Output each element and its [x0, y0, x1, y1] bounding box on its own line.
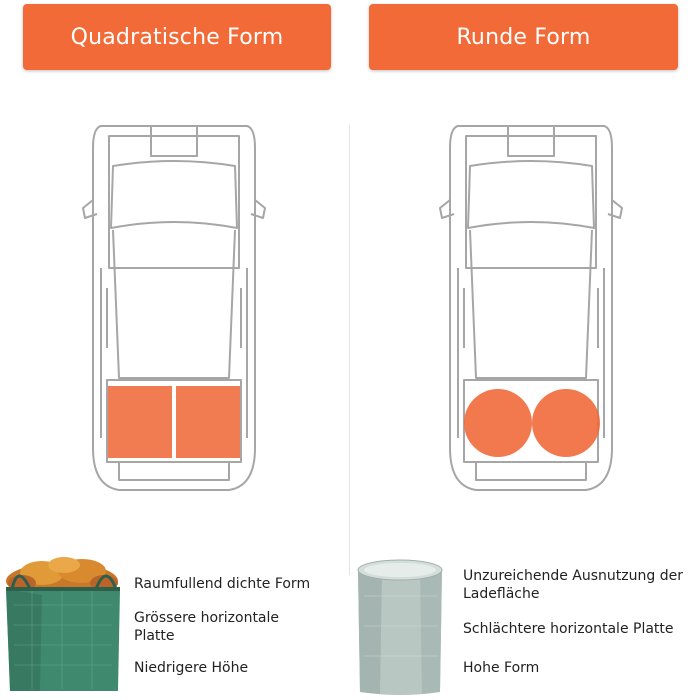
tab-quadratische-form[interactable]: Quadratische Form — [23, 4, 331, 70]
right-feature-3: Hohe Form — [463, 660, 540, 676]
round-garden-bag-image — [357, 559, 443, 695]
right-feature-2: Schlächtere horizontale Platte — [463, 621, 674, 637]
tab-runde-form[interactable]: Runde Form — [369, 4, 678, 70]
car-top-view-round-cargo — [439, 125, 623, 491]
center-divider — [349, 125, 350, 575]
square-cargo-blocks — [108, 386, 240, 458]
left-feature-2: Grössere horizontale Platte — [134, 610, 280, 644]
header-right-label: Runde Form — [456, 24, 591, 50]
car-top-view-square-cargo — [82, 125, 266, 491]
round-cargo-circles — [464, 389, 600, 457]
square-garden-bag-image — [6, 557, 120, 691]
left-feature-1: Raumfullend dichte Form — [134, 576, 311, 592]
right-feature-1: Unzureichende Ausnutzung der Ladefläche — [463, 568, 683, 602]
left-feature-3: Niedrigere Höhe — [134, 660, 249, 676]
header-left-label: Quadratische Form — [70, 24, 284, 50]
